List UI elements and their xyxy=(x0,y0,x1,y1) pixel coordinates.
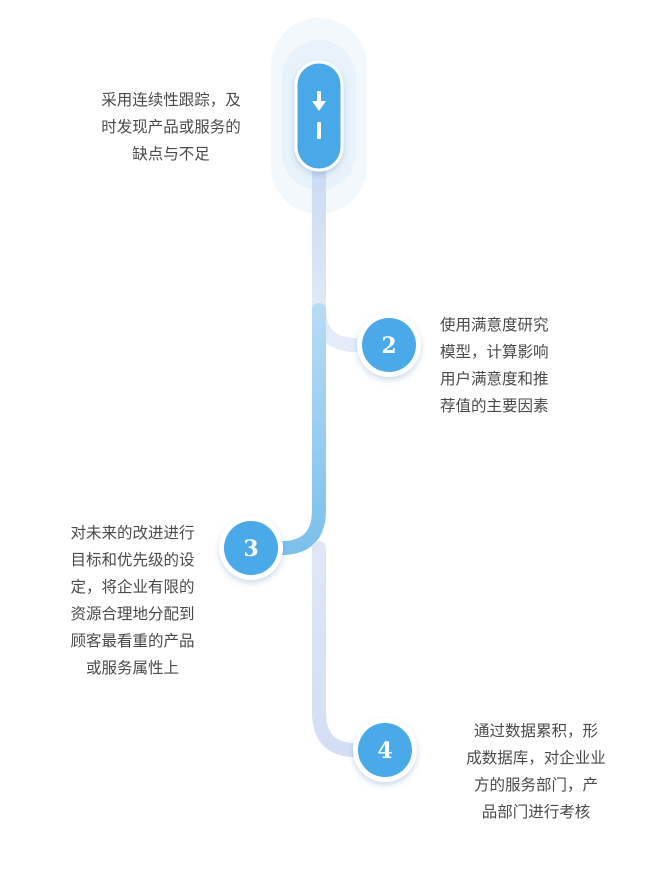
step-3-number: 3 xyxy=(243,536,258,562)
step-2-description: 使用满意度研究 模型，计算影响 用户满意度和推 荐值的主要因素 xyxy=(440,316,549,415)
step-1-description: 采用连续性跟踪，及 时发现产品或服务的 缺点与不足 xyxy=(101,91,241,163)
step-1-marker xyxy=(294,60,344,172)
step-3-marker: 3 xyxy=(219,516,283,580)
step-2-number: 2 xyxy=(381,333,396,359)
step-4-description: 通过数据累积，形 成数据库，对企业业 方的服务部门，产 品部门进行考核 xyxy=(466,722,606,821)
track-segment-2 xyxy=(245,303,326,555)
scroll-down-icon xyxy=(312,91,326,139)
step-4-number: 4 xyxy=(377,738,392,764)
step-2-marker: 2 xyxy=(357,313,421,377)
step-4-marker: 4 xyxy=(353,718,417,782)
step-3-description: 对未来的改进进行 目标和优先级的设 定，将企业有限的 资源合理地分配到 顾客最看… xyxy=(70,524,195,677)
track-segment-3 xyxy=(312,541,393,757)
